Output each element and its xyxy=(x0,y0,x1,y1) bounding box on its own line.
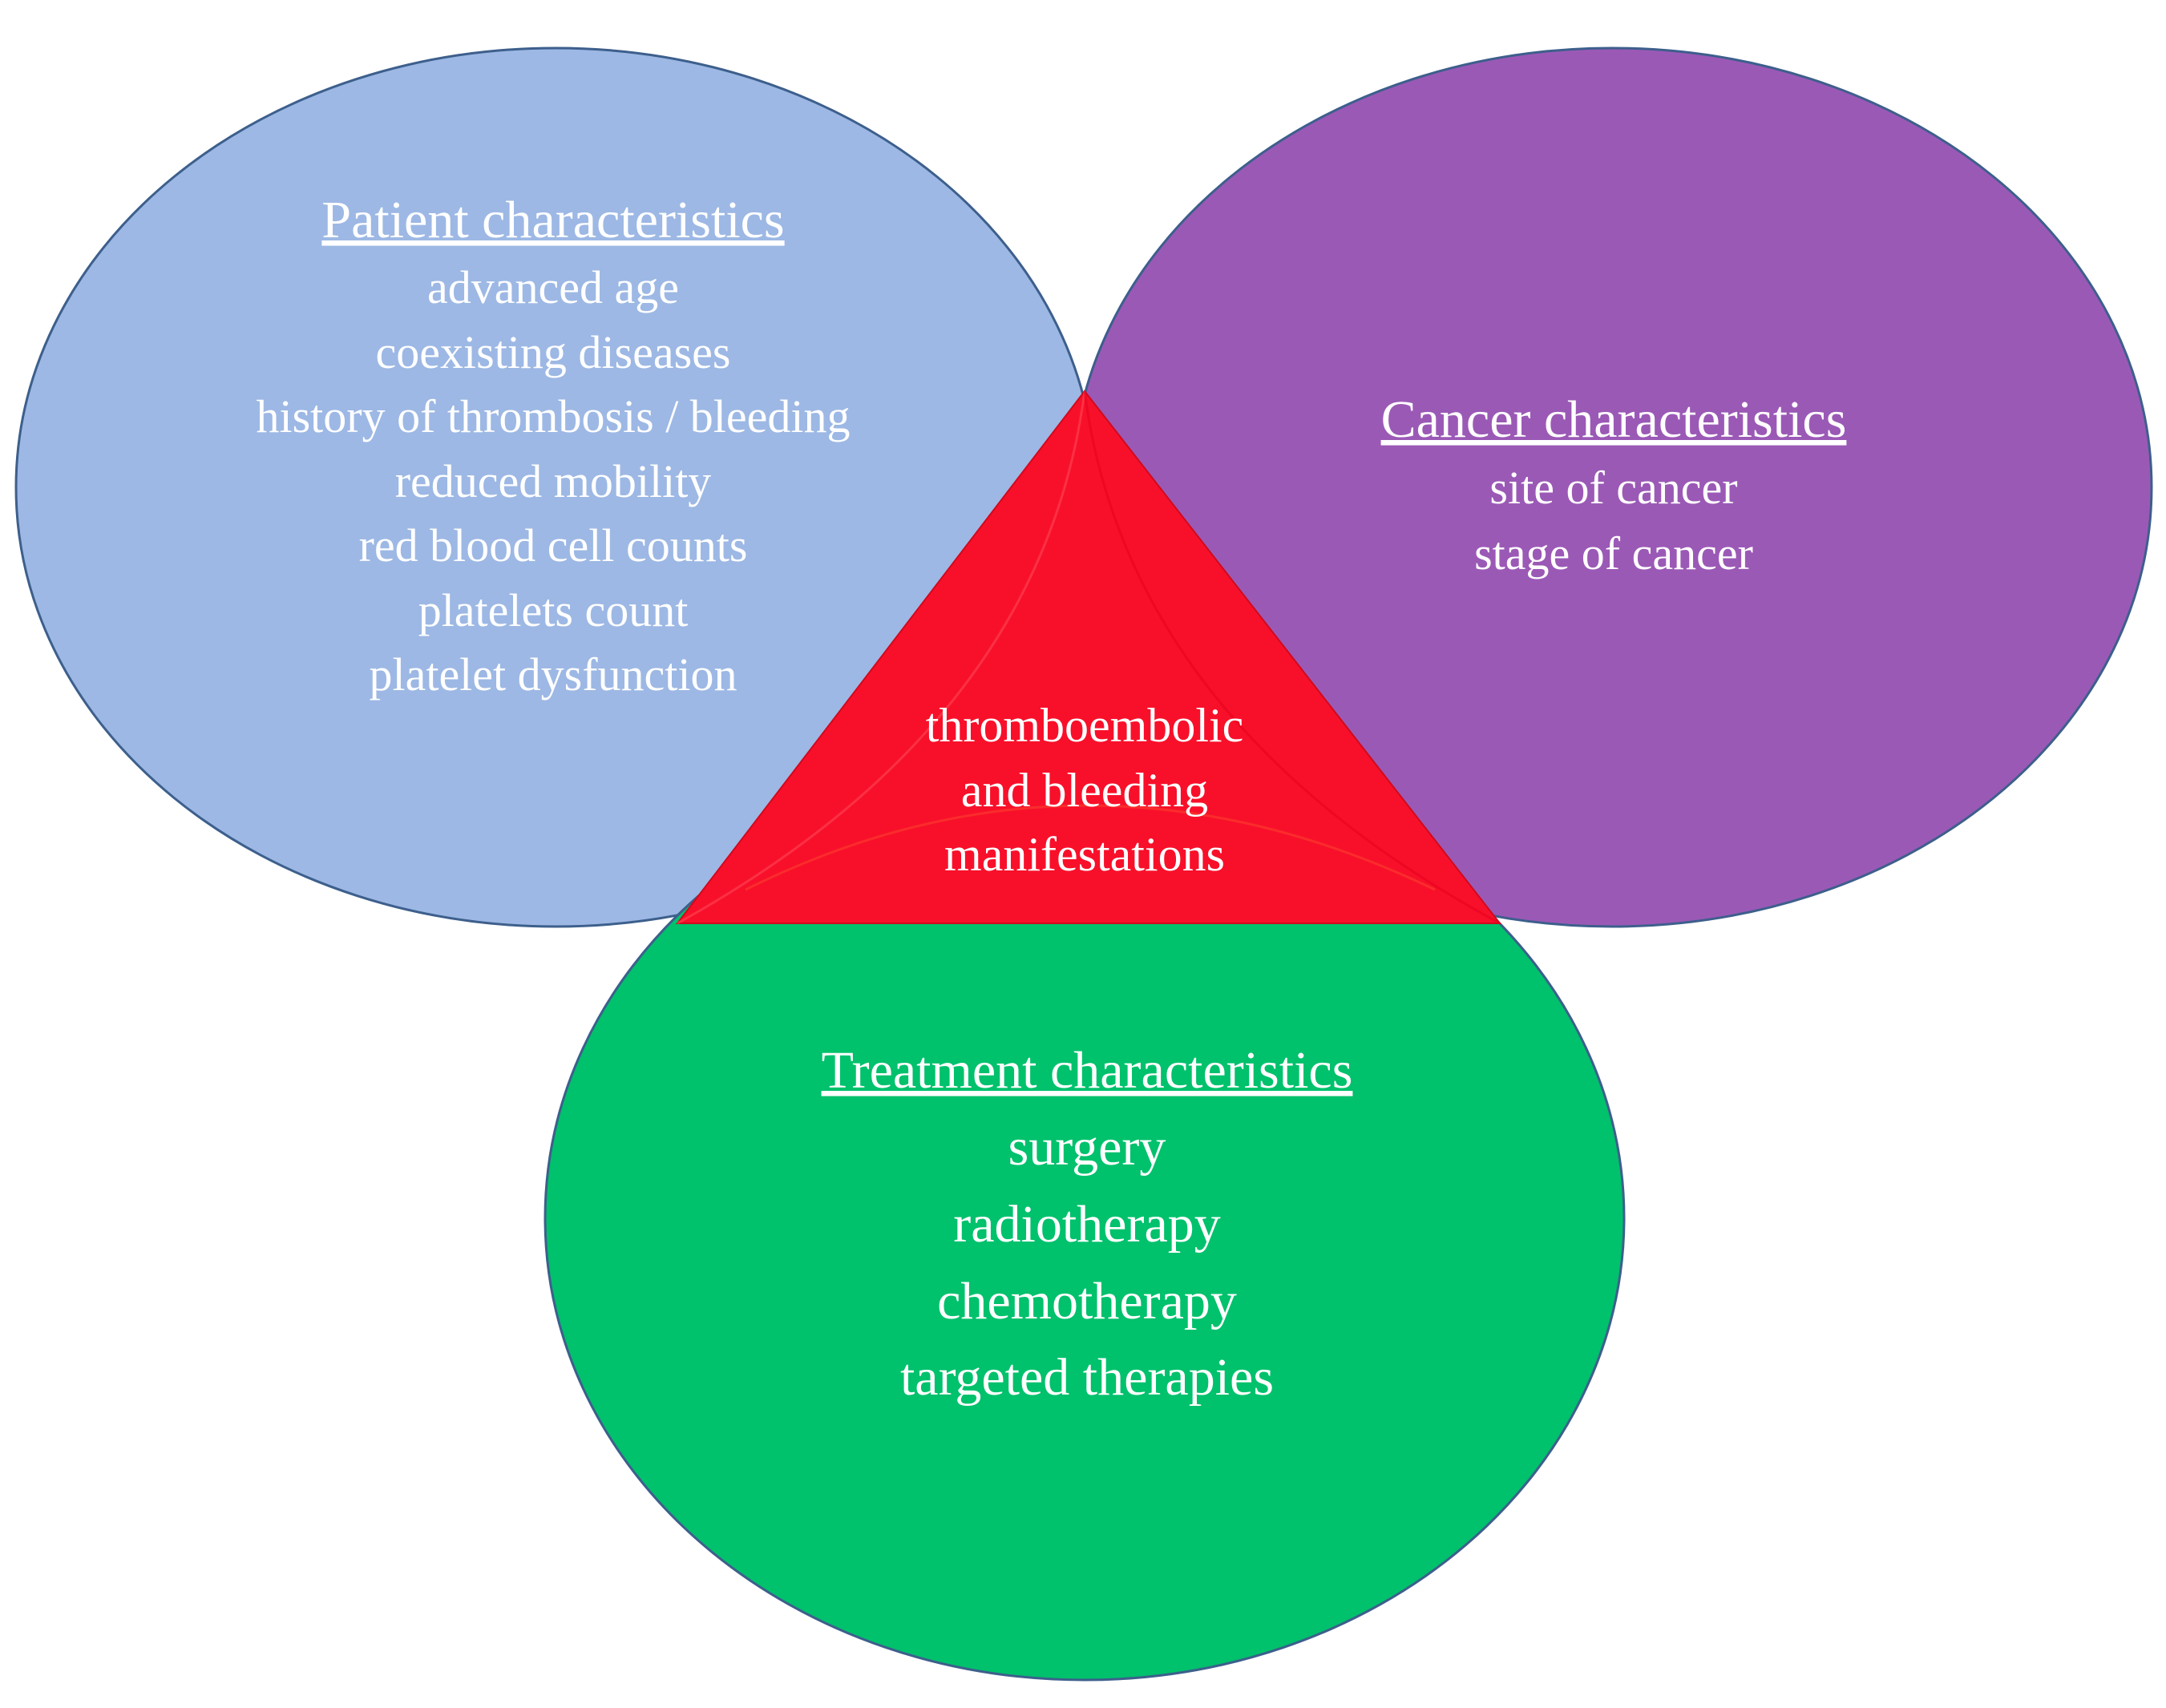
treatment-item: surgery xyxy=(1008,1118,1166,1177)
patient-item: coexisting diseases xyxy=(376,326,731,378)
patient-item: reduced mobility xyxy=(395,455,712,507)
triangle-shading-arc-bottom xyxy=(745,804,1436,891)
patient-item: platelet dysfunction xyxy=(369,648,737,701)
center-line: manifestations xyxy=(944,828,1225,881)
cancer-items: site of cancer stage of cancer xyxy=(1474,462,1753,579)
patient-item: platelets count xyxy=(418,584,689,636)
patient-item: history of thrombosis / bleeding xyxy=(256,390,850,442)
triangle-shading-arc-right xyxy=(1083,390,1501,925)
treatment-item: targeted therapies xyxy=(900,1348,1274,1407)
patient-item: red blood cell counts xyxy=(359,519,748,571)
treatment-items: surgery radiotherapy chemotherapy target… xyxy=(900,1118,1274,1407)
central-triangle xyxy=(675,390,1502,924)
treatment-item: chemotherapy xyxy=(937,1272,1237,1330)
treatment-heading: Treatment characteristics xyxy=(822,1041,1353,1100)
patient-item: advanced age xyxy=(427,261,679,313)
patient-items: advanced age coexisting diseases history… xyxy=(256,261,850,701)
center-line: thromboembolic xyxy=(926,699,1244,752)
cancer-item: site of cancer xyxy=(1489,462,1737,514)
cancer-item: stage of cancer xyxy=(1474,527,1753,579)
treatment-item: radiotherapy xyxy=(953,1195,1221,1254)
cancer-heading: Cancer characteristics xyxy=(1381,390,1847,449)
center-line: and bleeding xyxy=(961,764,1208,817)
center-label: thromboembolic and bleeding manifestatio… xyxy=(926,699,1244,881)
patient-heading: Patient characteristics xyxy=(321,191,784,249)
triangle-shading-arc-left xyxy=(677,390,1086,925)
